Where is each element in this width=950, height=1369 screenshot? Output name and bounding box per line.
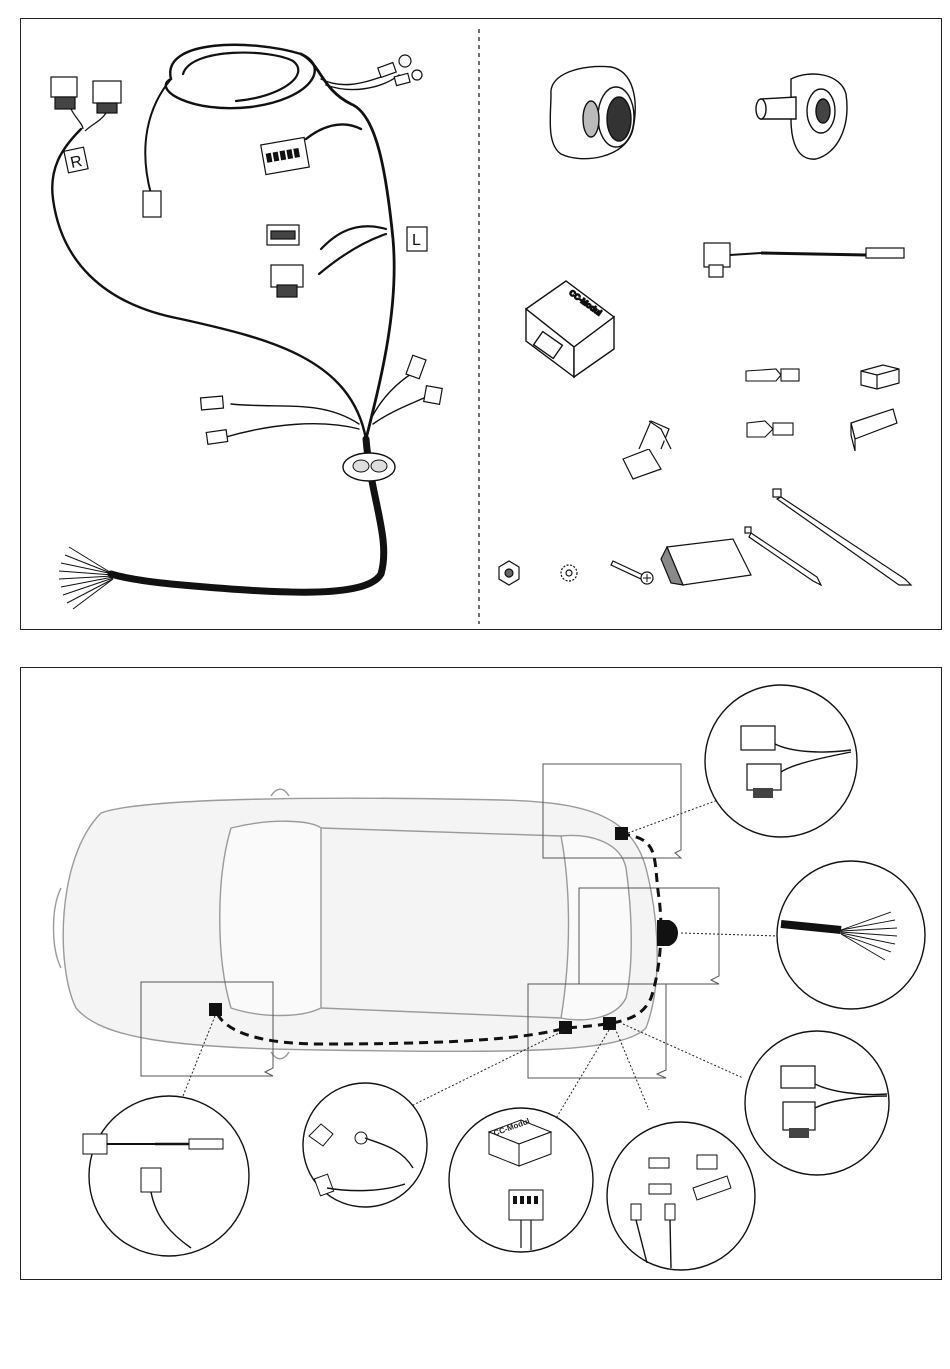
kit-contents-drawing: R L: [21, 19, 943, 631]
round-terminal: [747, 421, 793, 437]
screw: [611, 561, 653, 584]
cc-module: CC-Modul: [526, 281, 614, 377]
pin-connector: [143, 191, 161, 217]
splice-connector: [623, 421, 671, 479]
connector-housing-open: [851, 409, 897, 451]
right-light-connectors: [51, 77, 121, 131]
power-cable: [704, 243, 904, 277]
eight-pin-connector: [261, 137, 310, 174]
detail-circle-splice: [607, 1122, 755, 1270]
cable-tie-short: [745, 527, 821, 585]
kit-contents-panel: R L: [20, 18, 942, 630]
installation-drawing: CC-Modul: [21, 668, 943, 1281]
detail-circle-cc-module: CC-Modul: [449, 1108, 593, 1252]
connector-housing-small: [861, 365, 899, 389]
detail-circle-rear-left: [705, 685, 857, 837]
socket-mount-plate: [756, 74, 847, 159]
nut: [499, 561, 519, 585]
rubber-grommet: [343, 453, 395, 481]
detail-circle-power: [83, 1096, 249, 1256]
adhesive-pad: [661, 539, 751, 585]
wiring-harness: [52, 45, 426, 592]
detail-circle-ground: [303, 1083, 427, 1207]
car-top-view: [54, 789, 658, 1059]
installation-panel: CC-Modul: [20, 667, 942, 1280]
left-light-connectors: [267, 225, 303, 297]
flat-terminal: [746, 369, 799, 381]
label-r: R: [64, 147, 88, 173]
svg-text:L: L: [412, 232, 421, 249]
detail-circle-rear-right: [745, 1031, 889, 1175]
cable-tie-long: [773, 489, 911, 585]
lock-washer: [561, 565, 577, 581]
trailer-socket: [550, 66, 635, 158]
detail-circle-wire-bundle: [777, 861, 925, 1009]
ring-terminals: [378, 55, 422, 86]
fanned-wire-ends: [59, 547, 113, 609]
label-l: L: [407, 227, 427, 251]
